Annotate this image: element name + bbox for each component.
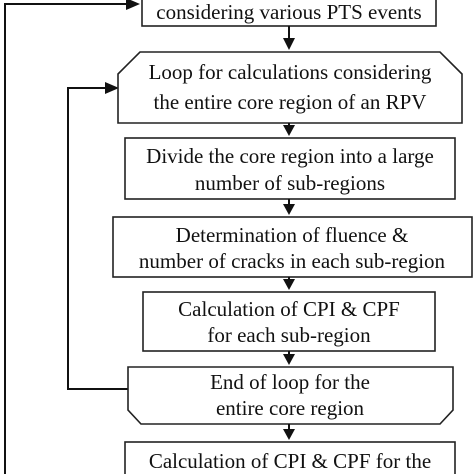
step-loop-start-box bbox=[117, 51, 463, 124]
step-pts-events: considering various PTS events bbox=[141, 0, 437, 27]
step-fluence-box bbox=[112, 216, 473, 278]
step-cpi-total: Calculation of CPI & CPF for the bbox=[124, 441, 456, 474]
step-divide-line-1: Divide the core region into a large bbox=[146, 144, 434, 168]
step-cpi-sub-line-1: Calculation of CPI & CPF bbox=[178, 297, 400, 321]
step-cpi-total-box bbox=[124, 441, 456, 474]
step-divide: Divide the core region into a large numb… bbox=[124, 137, 456, 200]
step-pts-events-box bbox=[141, 0, 437, 27]
outer-loop-connector bbox=[4, 3, 128, 474]
outer-loop-arrowhead bbox=[126, 0, 140, 10]
step-loop-end: End of loop for the entire core region bbox=[127, 366, 454, 425]
step-loop-end-line-2: entire core region bbox=[216, 396, 365, 420]
step-loop-end-box bbox=[127, 366, 454, 425]
step-loop-start: Loop for calculations considering the en… bbox=[117, 51, 463, 124]
step-cpi-total-line-1: Calculation of CPI & CPF for the bbox=[149, 449, 431, 473]
step-loop-end-line-1: End of loop for the bbox=[210, 370, 370, 394]
inner-loop-arrowhead bbox=[105, 82, 119, 94]
step-loop-start-line-2: the entire core region of an RPV bbox=[154, 90, 427, 114]
step-divide-line-2: number of sub-regions bbox=[195, 171, 385, 195]
step-loop-start-line-1: Loop for calculations considering bbox=[149, 60, 432, 84]
arrow-1 bbox=[283, 26, 295, 50]
arrow-6 bbox=[283, 424, 295, 440]
arrow-5 bbox=[283, 351, 295, 365]
step-fluence-line-1: Determination of fluence & bbox=[176, 223, 409, 247]
arrow-2 bbox=[283, 123, 295, 136]
arrow-3 bbox=[283, 199, 295, 215]
step-fluence: Determination of fluence & number of cra… bbox=[112, 216, 473, 278]
arrow-4 bbox=[283, 277, 295, 290]
step-pts-events-line-1: considering various PTS events bbox=[156, 0, 421, 24]
inner-loop-connector bbox=[67, 87, 128, 390]
step-fluence-line-2: number of cracks in each sub-region bbox=[139, 249, 446, 273]
step-cpi-sub-line-2: for each sub-region bbox=[207, 323, 371, 347]
step-cpi-sub: Calculation of CPI & CPF for each sub-re… bbox=[142, 291, 436, 352]
